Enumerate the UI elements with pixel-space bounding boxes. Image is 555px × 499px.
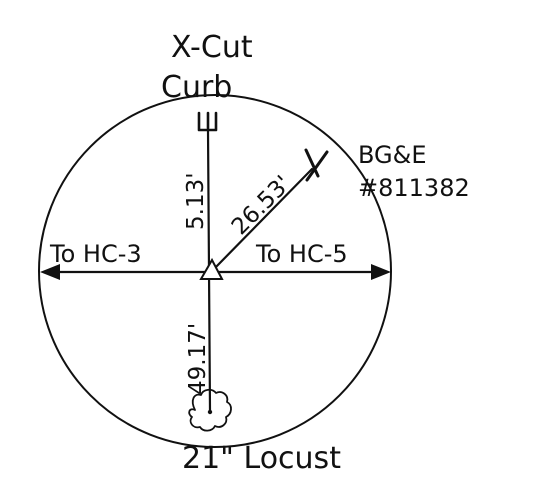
utility-name-label: BG&E (358, 141, 427, 169)
marker-distance-label: 26.53' (227, 171, 296, 240)
direction-right-label: To HC-5 (255, 240, 348, 268)
tree-icon (188, 388, 232, 432)
curb-cut-mark (197, 111, 218, 132)
curb-distance-label: 5.13' (183, 172, 209, 230)
direction-left-label: To HC-3 (49, 240, 142, 268)
utility-x-marker (304, 148, 329, 182)
left-arrow-icon (40, 264, 60, 280)
right-arrow-icon (371, 264, 391, 280)
diagonal-tie-line (211, 167, 314, 272)
utility-number-label: #811382 (358, 174, 470, 202)
tree-distance-label: 49.17' (185, 323, 211, 395)
curb-title-line1: X-Cut (171, 30, 253, 65)
tree-label: 21" Locust (182, 441, 341, 476)
survey-circle (38, 94, 392, 448)
center-triangle-icon (199, 257, 224, 280)
